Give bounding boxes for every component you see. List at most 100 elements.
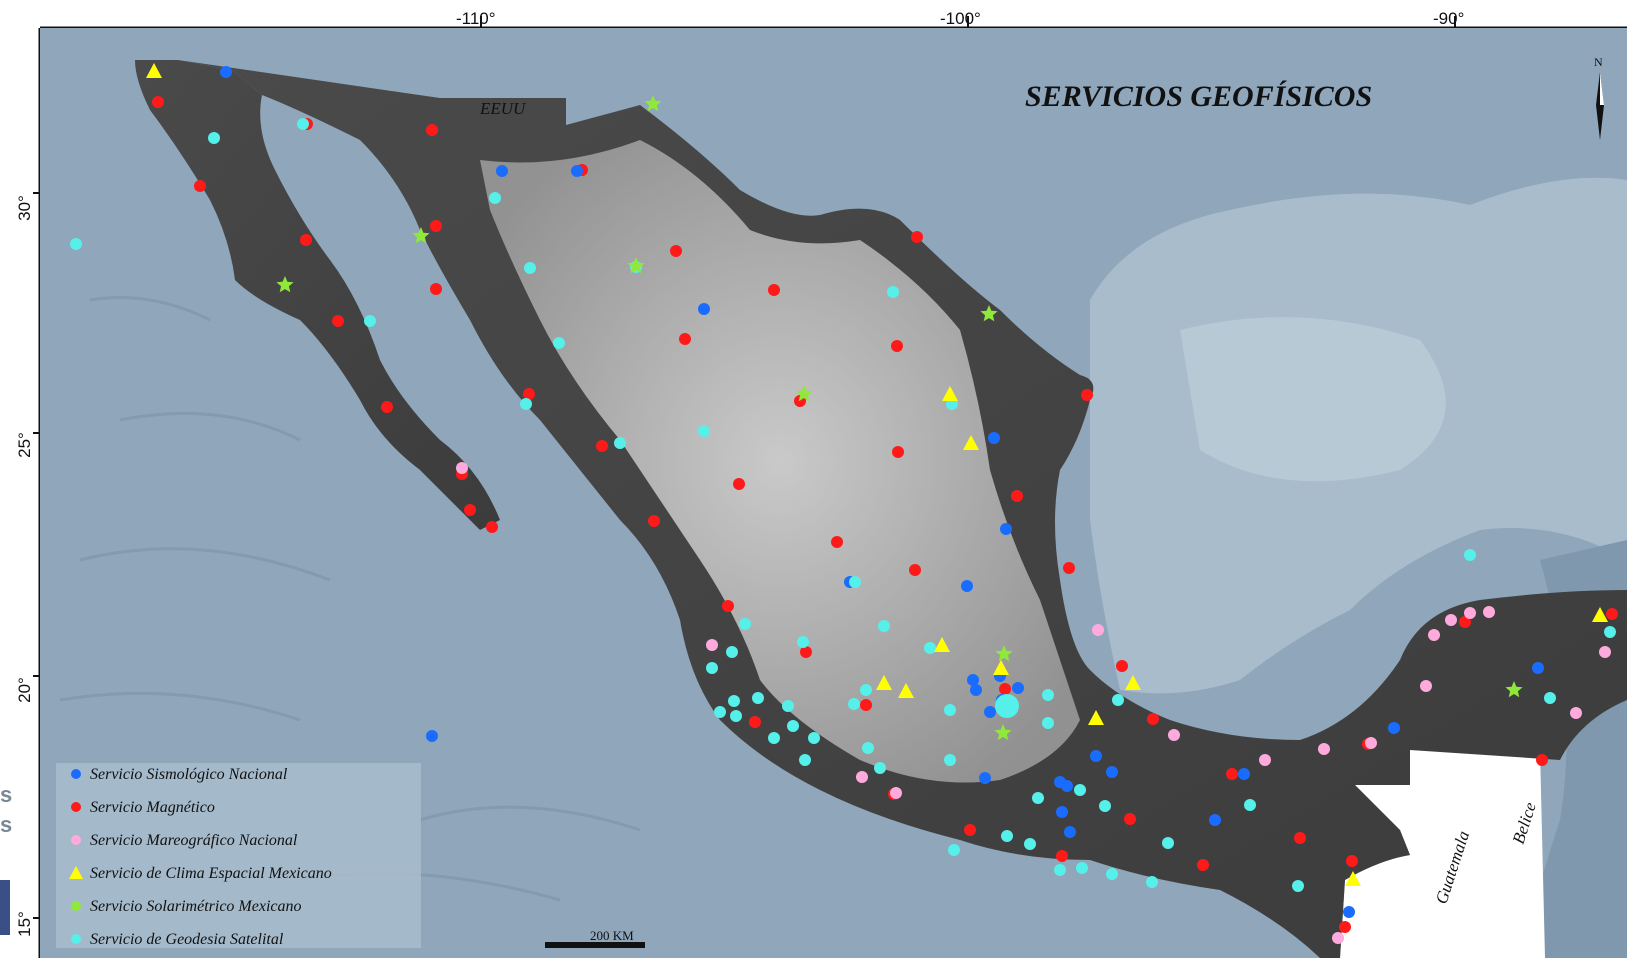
station-geodesia <box>698 425 710 437</box>
station-sismologico <box>1106 766 1118 778</box>
station-magnetico <box>523 388 535 400</box>
edge-text: s s <box>0 780 14 840</box>
north-arrow-icon: N <box>1594 55 1604 140</box>
station-magnetico <box>430 220 442 232</box>
station-magnetico <box>381 401 393 413</box>
legend-symbol-icon <box>71 769 81 779</box>
station-geodesia <box>797 636 809 648</box>
station-magnetico <box>749 716 761 728</box>
station-sismologico <box>571 165 583 177</box>
station-clima-espacial <box>993 660 1009 675</box>
station-geodesia <box>1162 837 1174 849</box>
station-mareografico <box>856 771 868 783</box>
station-magnetico <box>1294 832 1306 844</box>
station-magnetico <box>1116 660 1128 672</box>
legend-label: Servicio Solarimétrico Mexicano <box>90 898 302 915</box>
station-mareografico <box>890 787 902 799</box>
station-magnetico <box>999 683 1011 695</box>
station-mareografico <box>1464 607 1476 619</box>
station-geodesia <box>1604 626 1616 638</box>
station-geodesia <box>862 742 874 754</box>
station-solarimetrico <box>1505 681 1523 698</box>
station-magnetico <box>486 521 498 533</box>
station-mareografico <box>1420 680 1432 692</box>
station-magnetico <box>1063 562 1075 574</box>
station-solarimetrico <box>994 724 1012 741</box>
station-solarimetrico <box>644 95 662 112</box>
station-geodesia <box>1544 692 1556 704</box>
lon-label: -110° <box>456 9 496 28</box>
station-mareografico <box>1445 614 1457 626</box>
station-geodesia <box>553 337 565 349</box>
station-mareografico <box>1599 646 1611 658</box>
station-magnetico <box>152 96 164 108</box>
station-geodesia <box>614 437 626 449</box>
station-geodesia <box>848 698 860 710</box>
station-mareografico <box>1092 624 1104 636</box>
station-geodesia <box>730 710 742 722</box>
station-geodesia <box>1112 694 1124 706</box>
station-solarimetrico <box>276 276 294 293</box>
legend-label: Servicio de Clima Espacial Mexicano <box>90 865 332 882</box>
station-mareografico <box>706 639 718 651</box>
station-clima-espacial <box>1125 675 1141 690</box>
station-geodesia <box>297 118 309 130</box>
station-mareografico <box>1483 606 1495 618</box>
station-geodesia <box>944 704 956 716</box>
station-magnetico <box>964 824 976 836</box>
legend-item: Servicio Mareográfico Nacional <box>71 832 298 849</box>
station-magnetico <box>1536 754 1548 766</box>
station-magnetico <box>768 284 780 296</box>
station-magnetico <box>831 536 843 548</box>
station-geodesia <box>70 238 82 250</box>
station-geodesia <box>887 286 899 298</box>
station-solarimetrico <box>980 305 998 322</box>
station-magnetico <box>1147 713 1159 725</box>
station-clima-espacial <box>1592 607 1608 622</box>
station-magnetico <box>596 440 608 452</box>
station-geodesia <box>1244 799 1256 811</box>
station-magnetico <box>909 564 921 576</box>
station-solarimetrico <box>412 227 430 244</box>
station-sismologico <box>1343 906 1355 918</box>
station-geodesia <box>714 706 726 718</box>
station-sismologico <box>698 303 710 315</box>
station-magnetico <box>1056 850 1068 862</box>
station-mareografico <box>1365 737 1377 749</box>
station-magnetico <box>648 515 660 527</box>
station-cluster <box>995 694 1019 718</box>
station-geodesia <box>787 720 799 732</box>
station-solarimetrico <box>995 645 1013 662</box>
station-sismologico <box>1000 523 1012 535</box>
legend-item: Servicio Solarimétrico Mexicano <box>71 898 302 915</box>
station-magnetico <box>733 478 745 490</box>
station-sismologico <box>496 165 508 177</box>
station-magnetico <box>1339 921 1351 933</box>
station-geodesia <box>1292 880 1304 892</box>
edge-box <box>0 880 10 935</box>
station-clima-espacial <box>963 435 979 450</box>
station-magnetico <box>891 340 903 352</box>
station-sismologico <box>1209 814 1221 826</box>
station-magnetico <box>426 124 438 136</box>
station-solarimetrico <box>795 385 813 402</box>
station-magnetico <box>430 283 442 295</box>
station-mareografico <box>1332 932 1344 944</box>
station-geodesia <box>364 315 376 327</box>
station-geodesia <box>208 132 220 144</box>
station-sismologico <box>979 772 991 784</box>
station-geodesia <box>752 692 764 704</box>
station-geodesia <box>1001 830 1013 842</box>
gulf-deep <box>1180 317 1446 482</box>
legend-item: Servicio Sismológico Nacional <box>71 766 288 783</box>
edge-letter: s <box>0 782 13 807</box>
map-title: SERVICIOS GEOFÍSICOS <box>1025 80 1372 113</box>
station-clima-espacial <box>942 386 958 401</box>
station-magnetico <box>679 333 691 345</box>
station-clima-espacial <box>934 637 950 652</box>
station-geodesia <box>808 732 820 744</box>
station-geodesia <box>1042 717 1054 729</box>
highlands <box>480 140 1080 783</box>
station-magnetico <box>194 180 206 192</box>
